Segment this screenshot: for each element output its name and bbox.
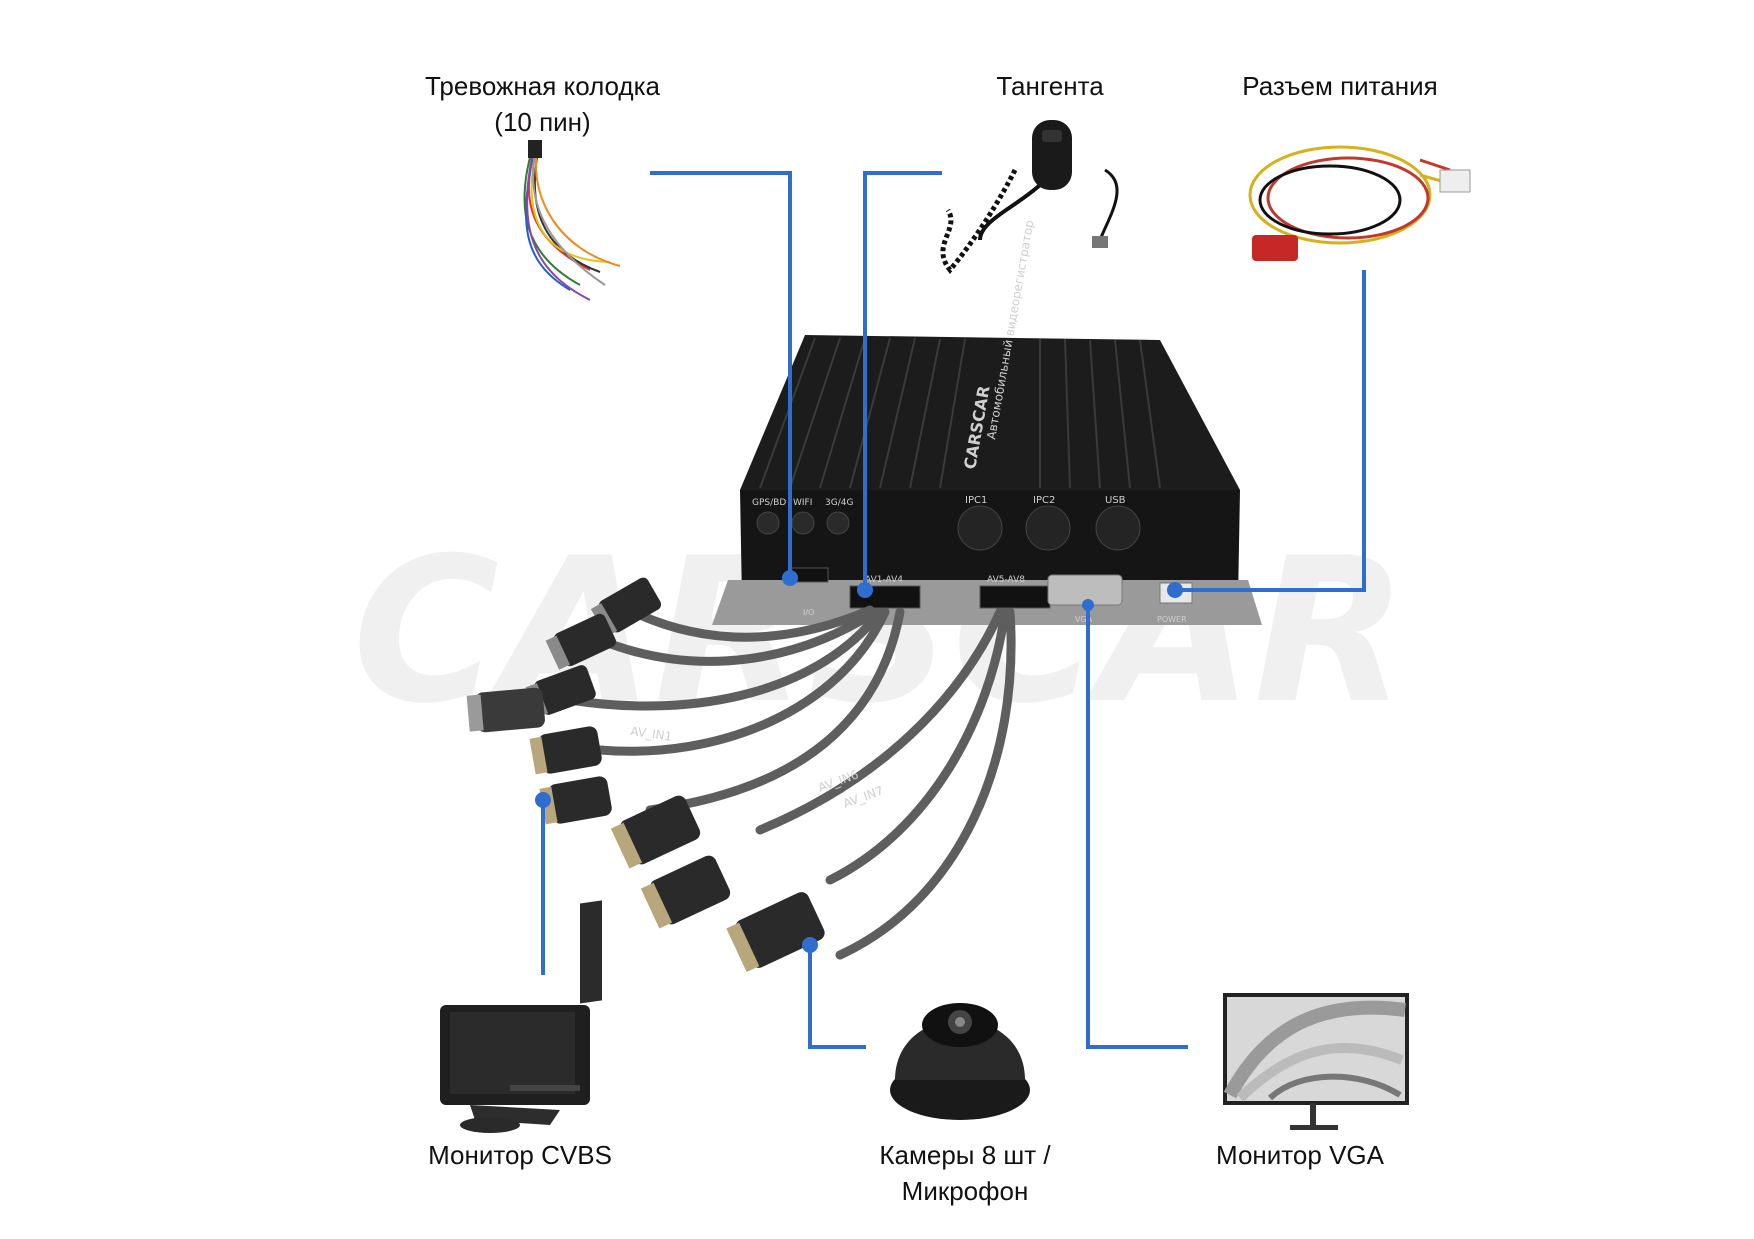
monitor-vga-image xyxy=(1223,993,1409,1130)
line-alarm-to-io xyxy=(650,171,792,578)
port-label-ipc1: IPC1 xyxy=(965,495,987,506)
label-ptt: Тангента xyxy=(996,71,1104,101)
line-ptt-to-av xyxy=(863,171,942,590)
dvr-device: CARSCAR Автомобильный видеорегистратор G… xyxy=(712,219,1262,625)
label-alarm-block-line1: Тревожная колодка xyxy=(424,71,661,101)
av-connector xyxy=(466,687,545,733)
connection-lines xyxy=(541,171,1366,1049)
port-label-ipc2: IPC2 xyxy=(1033,495,1055,506)
av-cables xyxy=(565,605,1016,960)
connection-dots xyxy=(535,570,1183,953)
port-label-power: POWER xyxy=(1157,615,1187,624)
av-connector xyxy=(640,855,731,929)
label-cameras: Камеры 8 шт / Микрофон xyxy=(845,1137,1085,1209)
port-3g4g xyxy=(826,511,850,535)
label-power-connector: Разъем питания xyxy=(1242,71,1438,101)
port-ipc2 xyxy=(1025,505,1071,551)
alarm-block-image xyxy=(523,140,621,301)
port-label-usb: USB xyxy=(1105,495,1126,506)
label-alarm-block: Тревожная колодка (10 пин) xyxy=(390,68,695,140)
port-ipc1 xyxy=(957,505,1003,551)
port-usb xyxy=(1095,505,1141,551)
av-connectors xyxy=(466,577,825,973)
port-label-vga: VGA xyxy=(1075,615,1093,624)
label-monitor-vga: Монитор VGA xyxy=(1216,1140,1384,1170)
port-label-gps: GPS/BD xyxy=(752,498,786,508)
port-label-wifi: WIFI xyxy=(793,498,812,508)
label-cameras-line2: Микрофон xyxy=(901,1176,1029,1206)
power-connector-image xyxy=(1248,145,1471,261)
port-av5-av8 xyxy=(979,585,1051,609)
label-monitor-cvbs: Монитор CVBS xyxy=(428,1140,612,1170)
line-vga xyxy=(1086,605,1188,1049)
port-label-io: I/O xyxy=(803,608,814,617)
port-label-av1-av4: AV1-AV4 xyxy=(865,575,903,585)
av-connector xyxy=(610,795,701,869)
av-connector xyxy=(529,726,602,775)
av-connector xyxy=(726,892,825,973)
cable-tag-av-in1: AV_IN1 xyxy=(630,724,673,744)
port-gps xyxy=(756,511,780,535)
av-connector xyxy=(545,613,617,670)
port-label-av5-av8: AV5-AV8 xyxy=(987,575,1025,585)
line-cameras xyxy=(808,945,866,1049)
port-label-3g4g: 3G/4G xyxy=(825,498,853,508)
label-cameras-line1: Камеры 8 шт / xyxy=(879,1140,1051,1170)
line-power xyxy=(1175,270,1366,592)
port-wifi xyxy=(791,511,815,535)
ptt-image xyxy=(940,120,1119,274)
label-alarm-block-line2: (10 пин) xyxy=(494,107,591,137)
monitor-cvbs-image xyxy=(440,900,602,1133)
dome-camera-image xyxy=(890,1003,1030,1120)
